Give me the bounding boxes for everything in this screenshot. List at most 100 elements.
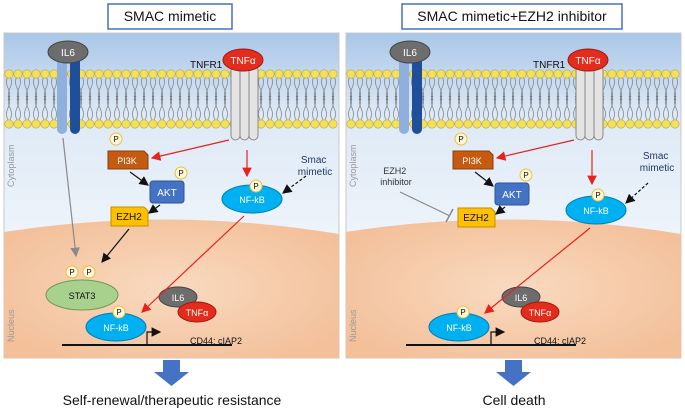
lipid-tail: [177, 75, 183, 121]
right-nfkb-cyto-phospho-label: P: [595, 191, 600, 200]
lipid-tail: [285, 75, 291, 121]
lipid-head: [562, 119, 572, 129]
lipid-head: [382, 69, 392, 79]
lipid-head: [670, 119, 680, 129]
lipid-tail: [456, 75, 462, 121]
lipid-head: [103, 69, 113, 79]
lipid-head: [220, 69, 230, 79]
lipid-head: [535, 119, 545, 129]
right-cytoplasm-label: Cytoplasm: [348, 144, 358, 187]
lipid-head: [661, 69, 671, 79]
lipid-head: [283, 119, 293, 129]
left-arrow-pi3k-akt: [129, 171, 149, 186]
left-il6-ligand: [47, 40, 89, 64]
lipid-tail: [384, 75, 390, 121]
lipid-tail: [447, 75, 453, 121]
lipid-head: [292, 69, 302, 79]
right-inhibition-ezh2: [399, 191, 454, 223]
right-pi3k-phospho: [454, 132, 468, 146]
left-tnf-ligand-label: TNFα: [230, 56, 255, 67]
right-akt-phospho: [519, 168, 533, 182]
right-nfkb-cyto-phospho: [591, 188, 605, 202]
lipid-head: [202, 69, 212, 79]
lipid-head: [184, 119, 194, 129]
lipid-head: [274, 69, 284, 79]
lipid-head: [4, 119, 14, 129]
lipid-head: [634, 69, 644, 79]
lipid-tail: [222, 75, 228, 121]
left-nfkb-cyto-phospho: [249, 179, 263, 193]
left-stat3-phospho-1: [65, 265, 79, 279]
lipid-tail: [564, 75, 570, 121]
lipid-tail: [33, 75, 39, 121]
lipid-tail: [114, 75, 120, 121]
left-akt-phospho-label: P: [178, 169, 183, 178]
right-tnfr1-label: TNFR1: [533, 60, 566, 71]
lipid-tail: [438, 75, 444, 121]
right-tnf-gene-product: [520, 301, 560, 323]
lipid-head: [364, 69, 374, 79]
lipid-head: [166, 119, 176, 129]
right-nfkb-nucleus-label: NF-kB: [446, 323, 472, 333]
lipid-tail: [168, 75, 174, 121]
left-arrow-akt-ezh2: [148, 204, 161, 214]
lipid-head: [643, 119, 653, 129]
lipid-head: [517, 119, 527, 129]
left-arrow-nfkb-nucleus: [141, 215, 245, 313]
left-pi3k-phospho-label: P: [113, 135, 118, 144]
left-nfkb-nucleus-phospho: [112, 305, 126, 319]
lipid-head: [346, 69, 356, 79]
right-nucleus-label: Nucleus: [348, 309, 358, 342]
right-nfkb-nucleus-phospho-label: P: [460, 308, 465, 317]
left-arrow-tnfr-pi3k: [150, 139, 230, 161]
lipid-head: [670, 69, 680, 79]
left-outcome-arrow: [154, 360, 189, 386]
right-nfkb-cyto-label: NF-kB: [583, 206, 609, 216]
lipid-tail: [501, 75, 507, 121]
lipid-head: [157, 119, 167, 129]
lipid-tail: [141, 75, 147, 121]
left-nfkb-nucleus-phospho-label: P: [116, 308, 121, 317]
right-smac-label: Smac mimetic: [640, 151, 674, 174]
lipid-head: [643, 69, 653, 79]
left-akt-label: AKT: [157, 188, 176, 199]
lipid-head: [121, 119, 131, 129]
left-nfkb-nucleus-label: NF-kB: [103, 323, 129, 333]
lipid-head: [625, 69, 635, 79]
lipid-tail: [537, 75, 543, 121]
left-il6-gene-product: [158, 286, 198, 308]
lipid-head: [607, 119, 617, 129]
lipid-tail: [645, 75, 651, 121]
lipid-tail: [393, 75, 399, 121]
lipid-tail: [15, 75, 21, 121]
lipid-tail: [528, 75, 534, 121]
lipid-head: [454, 119, 464, 129]
lipid-head: [652, 119, 662, 129]
lipid-head: [508, 69, 518, 79]
right-arrow-tnfr-pi3k: [495, 139, 575, 161]
lipid-head: [463, 69, 473, 79]
lipid-head: [193, 69, 203, 79]
lipid-head: [499, 69, 509, 79]
lipid-tail: [258, 75, 264, 121]
lipid-tail: [195, 75, 201, 121]
right-ezh2-inhibitor-line-2: inhibitor: [380, 177, 412, 187]
lipid-head: [454, 69, 464, 79]
right-il6-ligand-label: IL6: [403, 48, 417, 59]
left-stat3-phospho-2-label: P: [86, 268, 91, 277]
lipid-head: [130, 119, 140, 129]
left-stat3-node: [45, 279, 119, 311]
lipid-head: [472, 119, 482, 129]
lipid-head: [49, 69, 59, 79]
left-arrow-il6-stat3: [62, 137, 80, 258]
lipid-tail: [555, 75, 561, 121]
lipid-head: [94, 69, 104, 79]
left-tnf-ligand: [222, 48, 264, 72]
lipid-head: [427, 119, 437, 129]
lipid-head: [40, 69, 50, 79]
lipid-head: [31, 119, 41, 129]
left-pi3k-phospho: [109, 132, 123, 146]
right-pi3k-label: PI3K: [462, 156, 482, 166]
right-nfkb-nucleus-phospho: [456, 305, 470, 319]
lipid-tail: [186, 75, 192, 121]
